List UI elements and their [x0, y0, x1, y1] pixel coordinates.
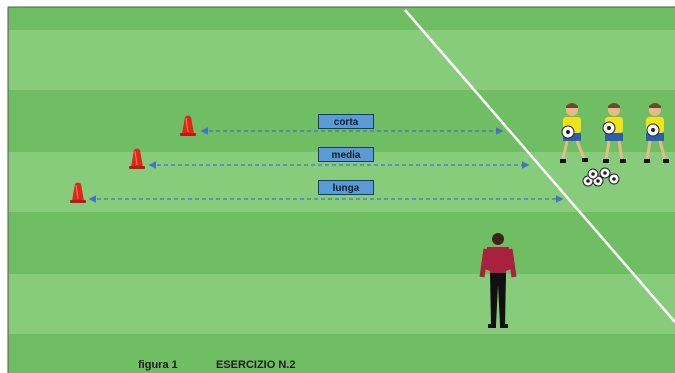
distance-label-media: media: [318, 147, 374, 162]
player-2: [602, 103, 626, 163]
cone-media: [129, 148, 145, 169]
cone-lunga: [70, 182, 86, 203]
distance-label-corta: corta: [318, 114, 374, 129]
diagonal-field-line: [404, 9, 675, 323]
distance-label-lunga: lunga: [318, 180, 374, 195]
figure-caption: figura 1: [138, 359, 178, 371]
balls-pile: [582, 167, 620, 187]
exercise-title: ESERCIZIO N.2: [216, 359, 296, 371]
goalkeeper: [479, 233, 517, 328]
cone-corta: [180, 115, 196, 136]
grass-stripes: [8, 7, 675, 373]
player-3: [644, 103, 669, 163]
player-1: [560, 103, 588, 163]
